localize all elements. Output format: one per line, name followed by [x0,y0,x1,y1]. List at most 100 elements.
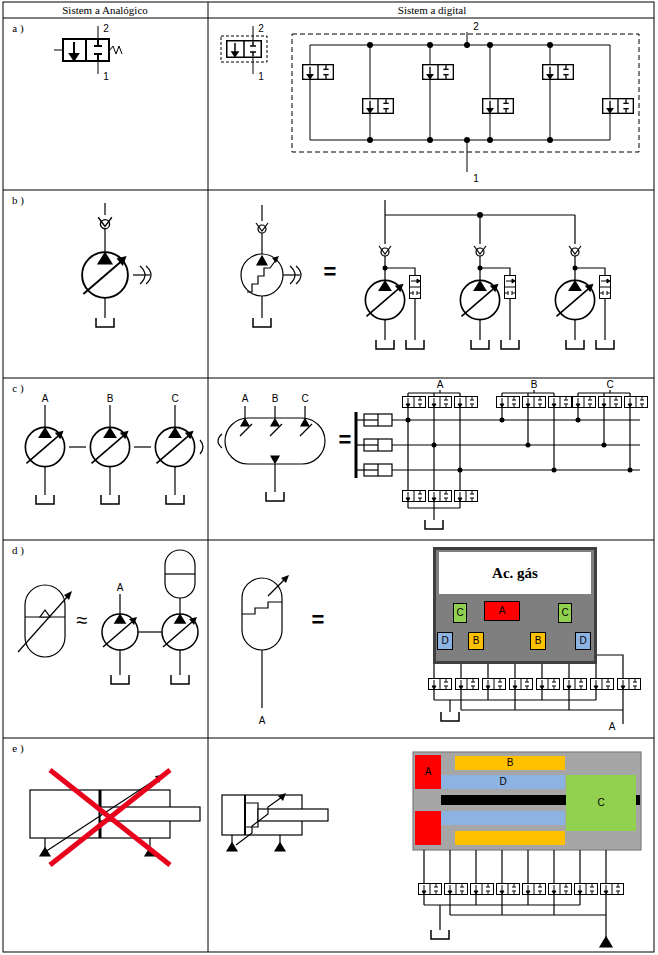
row-letter: e ) [12,742,23,754]
accumulator-row-d-part [595,664,596,678]
table-grid-part [3,18,654,19]
port-label: C [606,379,613,390]
cylinder-row-e-part [455,831,565,845]
cylinder-row-e-part [553,895,554,915]
accumulator-row-d-part [541,690,542,700]
pump-row-c-part [403,397,426,408]
chamber-letter: D [579,635,586,647]
pump-row-c-part [527,408,528,445]
accumulator-row-d-part [483,679,506,690]
cylinder-row-e-part [227,843,237,851]
pump-row-c-part [433,502,434,508]
pump-row-c-part [459,408,460,470]
valve-row-a [54,26,639,172]
cylinder-row-e-part [449,850,450,883]
pump-row-b-part [480,268,510,275]
valve-row-a-part-part [427,42,433,48]
cylinder-row-e-part [575,884,598,895]
accumulator-row-d-part [179,598,180,614]
equals-sign: = [312,608,325,632]
pump-row-c-part [109,405,110,427]
pump-row-c-part [174,405,175,427]
pump-row-c-part [304,406,305,418]
pump-row-b-part [104,229,105,252]
table-grid-part [3,738,654,739]
pump-row-c-part-part [406,418,411,423]
valve-row-a-part [227,41,262,58]
pump-row-c-part [155,427,194,466]
accumulator-row-d-part [441,712,459,721]
pump-row-b-part [104,298,105,318]
table-grid-part [3,190,654,191]
pump-row-c-part [377,464,378,476]
accumulator-housing: Ac. gásCACDBBD [433,547,597,664]
valve-row-a-part [310,80,311,140]
accumulator-row-d-part [179,650,180,675]
cylinder-row-e-part [44,838,45,848]
row-letter: a ) [12,22,23,34]
accumulator-row-d-part [111,675,129,684]
accumulator-row-d-part [119,650,120,675]
pump-row-b-part [98,217,112,228]
cylinder-row-e-part [50,770,170,865]
pump-row-b [82,200,614,349]
pump-row-c-part [425,520,443,529]
cylinder-row-e-part [449,895,450,915]
cylinder-row-e-part [579,895,580,905]
pump-row-c-part [459,470,460,490]
valve-row-a-part [292,34,639,152]
pump-row-b-part [256,223,268,233]
accumulator-row-d-part [268,579,285,596]
pump-row-b-part [104,203,105,215]
valve-row-a-part [54,50,62,51]
pump-row-c-part [392,419,640,420]
cylinder-row-e-part [275,843,285,851]
gas-chamber: C [453,603,467,623]
cylinder-row-e-part [413,752,641,850]
accumulator-row-d-part [537,679,560,690]
cylinder-row-e-part [601,884,624,895]
gas-chamber: C [558,603,572,623]
pump-row-b-part [600,276,611,299]
valve-row-a-part-part [367,137,373,143]
accumulator-row-d-part [242,602,282,614]
pump-row-c-part [225,418,325,464]
pump-row-b-part [604,299,605,340]
port-label: B [107,393,114,404]
valve-row-a-part [490,114,491,140]
cylinder-chamber: C [566,775,636,831]
valve-row-a-part-part [464,137,470,143]
accumulator-row-d-part [281,575,289,583]
pump-row-c-part-part [576,418,581,423]
accumulator-row-d-part [64,591,72,600]
pump-row-c-part [44,467,45,495]
equals-sign: = [339,428,352,452]
port-label: 2 [473,21,479,32]
port-label: 2 [258,23,264,34]
pump-row-c-part [439,390,440,393]
chamber-letter: D [441,635,448,647]
pump-row-c-part [356,444,378,445]
pump-row-b-part-part [383,266,388,271]
chamber-letter: D [499,776,506,788]
cylinder-row-e-part [475,850,476,883]
gas-chamber: D [575,632,591,650]
cylinder-chamber: B [455,756,565,770]
pump-row-c-part [549,397,572,408]
pump-row-b-part [96,318,114,327]
cylinder-row-e-part [419,884,442,895]
pump-row-b-part [471,340,489,349]
valve-row-a-part [63,39,109,61]
chamber-letter: B [473,635,480,647]
valve-row-a-part [310,45,610,46]
valve-row-a-part [363,99,394,114]
cylinder-row-e-part [605,915,606,937]
cylinder-row-e-part [475,895,476,905]
cylinder-row-e-part [278,793,286,801]
valve-row-a-part [370,45,371,98]
cylinder-row-e-part [431,930,449,939]
pump-row-c-part [101,495,119,504]
valve-row-a-part [110,46,122,54]
pump-row-c-part [270,424,282,436]
pump-row-c-part [403,491,426,502]
